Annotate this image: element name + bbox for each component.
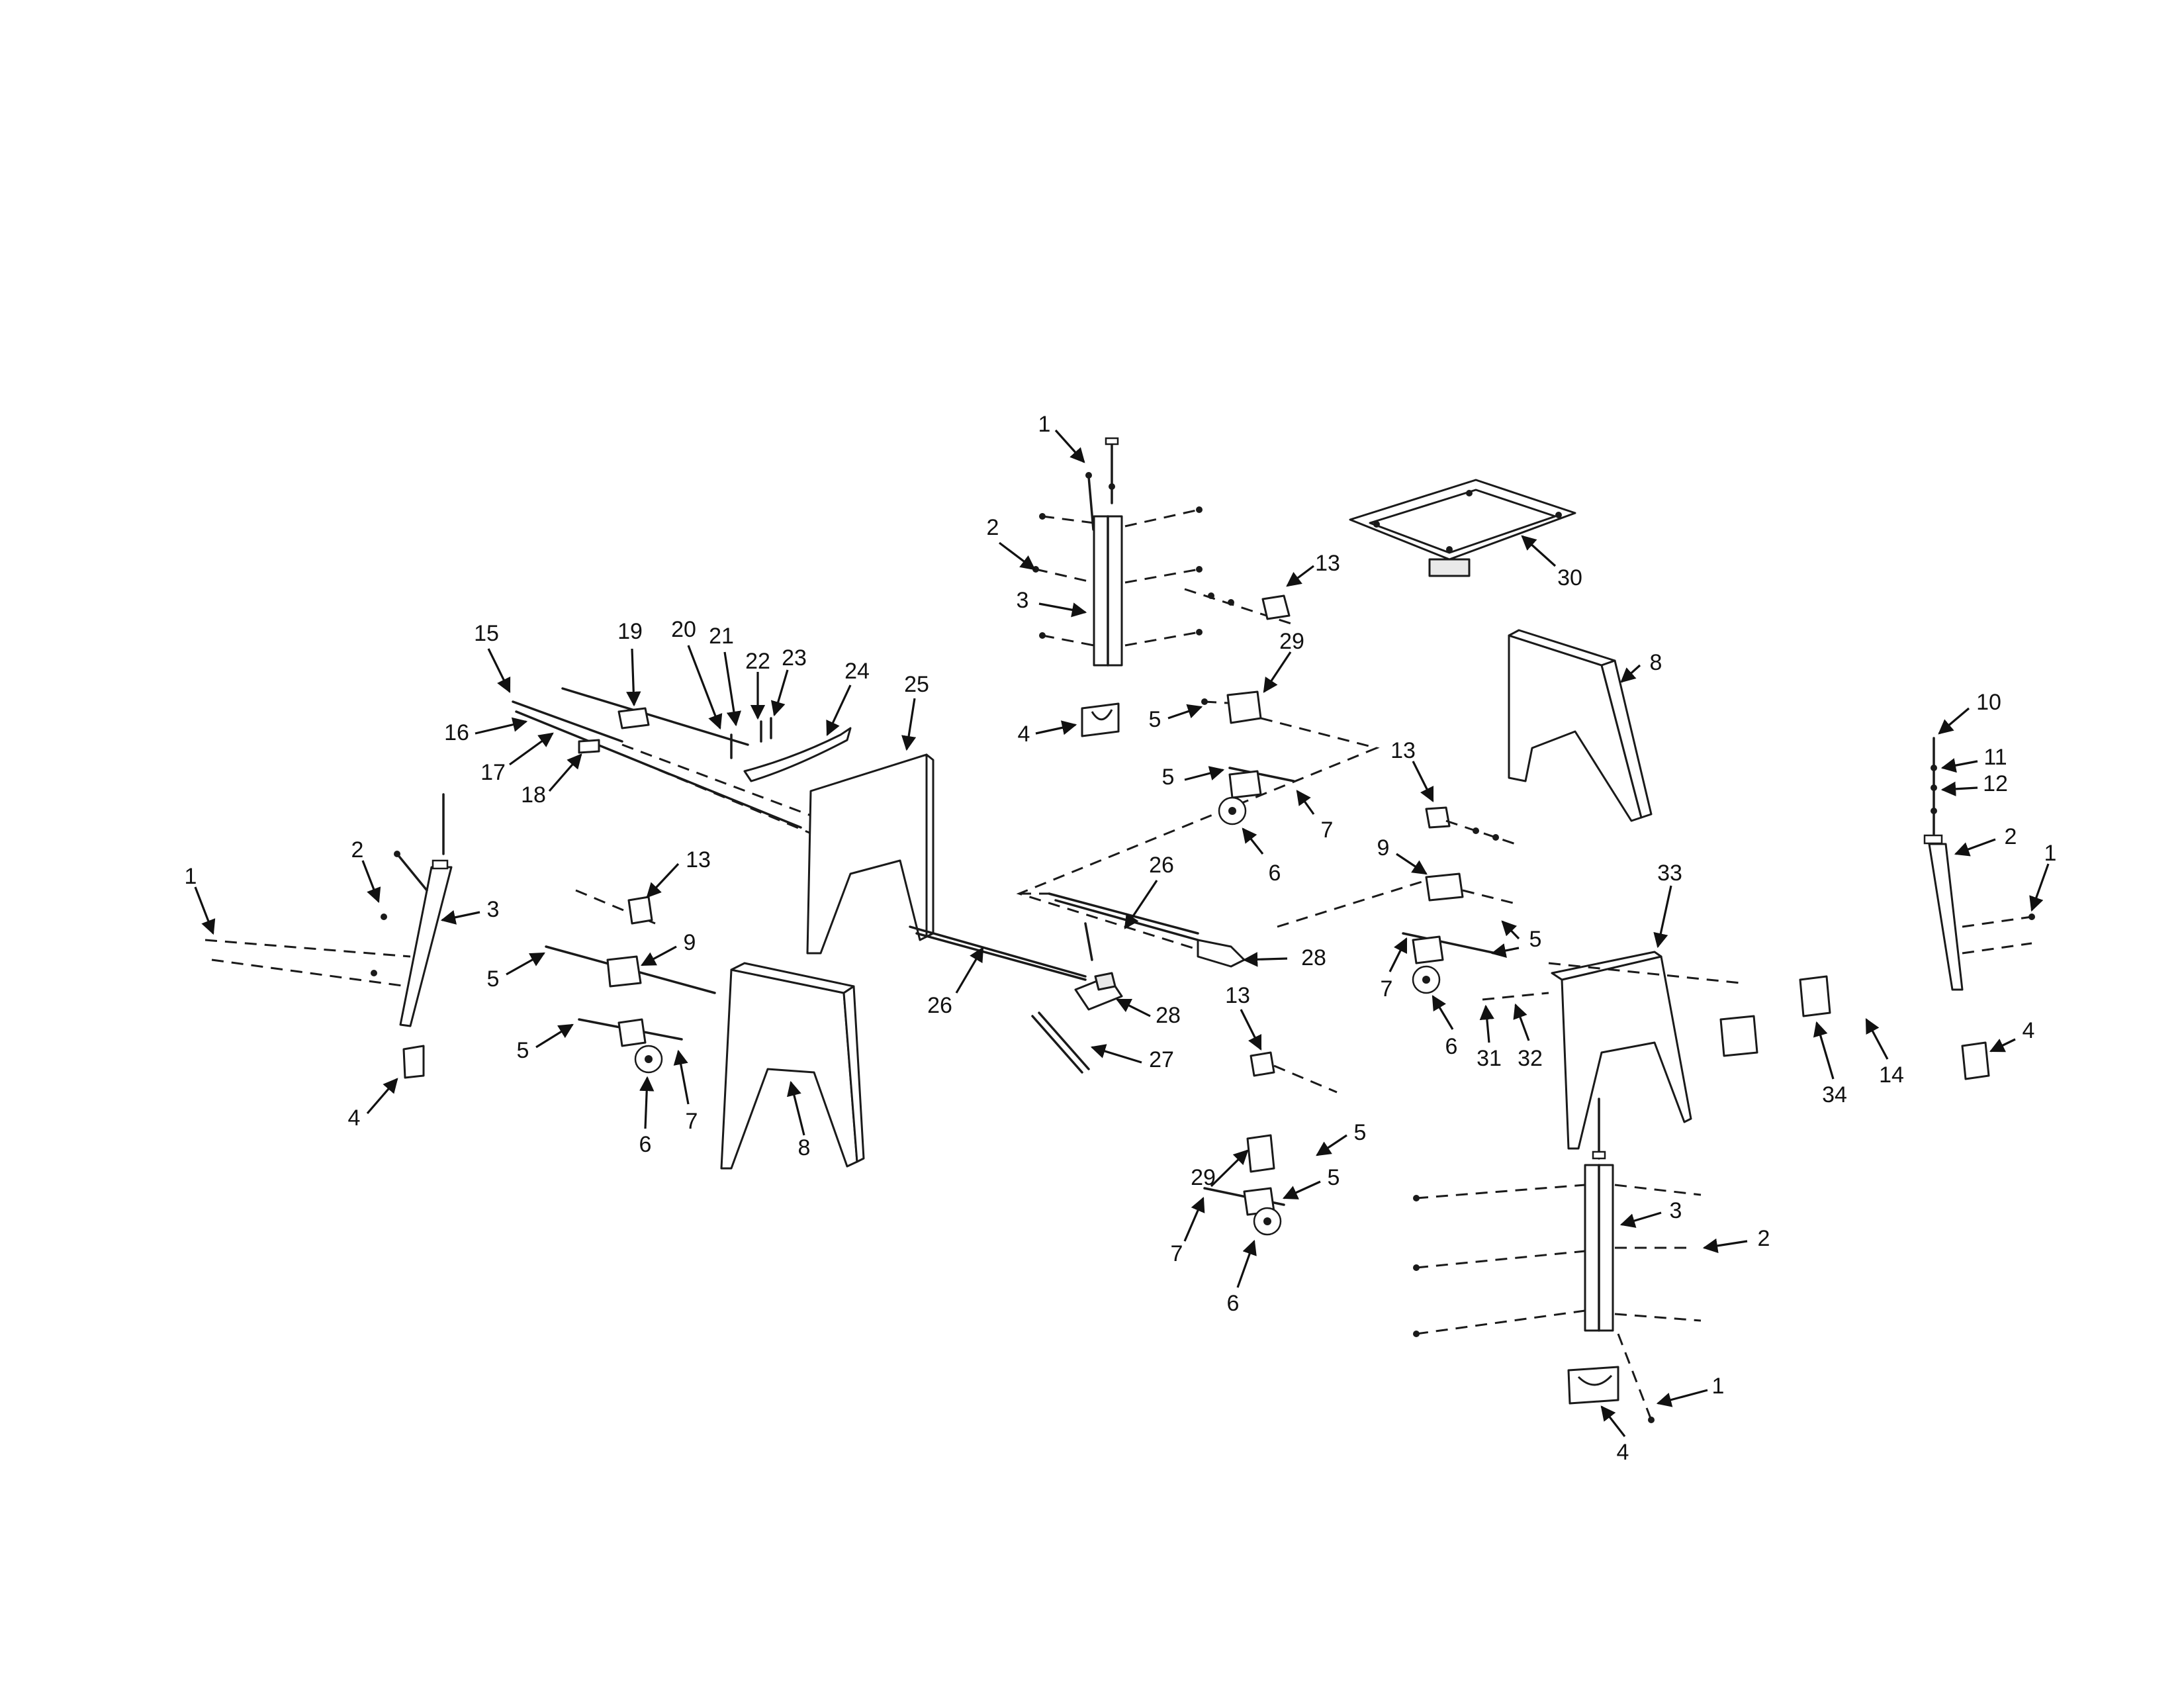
callout-26: 26 [1149,853,1174,878]
callout-1: 1 [1712,1374,1725,1399]
callout-33: 33 [1657,861,1682,886]
callout-2: 2 [351,837,364,863]
callout-layer: 1 2 3 13 30 29 4 5 8 5 7 6 13 15 16 17 1… [185,412,2057,1465]
callout-28: 28 [1156,1003,1181,1028]
callout-7: 7 [1171,1241,1183,1266]
callout-9: 9 [684,930,696,955]
callout-5: 5 [1354,1120,1367,1145]
callout-6: 6 [1269,861,1281,886]
callout-1: 1 [1038,412,1051,437]
callout-12: 12 [1983,771,2008,796]
callout-18: 18 [521,782,546,808]
callout-5: 5 [487,966,500,992]
callout-7: 7 [1381,976,1393,1002]
callout-25: 25 [904,672,929,697]
callout-20: 20 [671,617,696,642]
leg-assembly-top [1032,437,1203,737]
callout-14: 14 [1879,1062,1904,1088]
callout-6: 6 [639,1132,652,1157]
callout-3: 3 [1670,1198,1682,1223]
callout-1: 1 [185,864,197,889]
callout-5: 5 [1149,707,1161,732]
callout-2: 2 [987,515,999,540]
callout-19: 19 [617,619,643,644]
callout-27: 27 [1149,1047,1174,1072]
callout-21: 21 [709,624,734,649]
side-panel-lower-left [720,962,865,1170]
leg-assembly-right [1923,737,2035,1080]
bracket-13-mid [1425,806,1516,845]
leg-assembly-left [205,793,453,1079]
callout-17: 17 [480,760,506,785]
callout-6: 6 [1445,1034,1458,1059]
callout-3: 3 [1017,588,1029,613]
callout-22: 22 [745,649,770,674]
table-mount-frame [1349,479,1576,577]
callout-2: 2 [1758,1226,1770,1251]
callout-4: 4 [348,1105,361,1131]
side-panel-upper-right [1508,629,1653,822]
callout-3: 3 [487,897,500,922]
callout-4: 4 [2023,1018,2035,1043]
callout-5: 5 [517,1038,529,1063]
callout-30: 30 [1557,565,1582,590]
callout-6: 6 [1227,1291,1240,1316]
side-panel-lower-right [1482,951,1831,1150]
callout-28: 28 [1301,945,1326,970]
callout-26: 26 [927,993,952,1018]
bracket-13-top [1184,588,1298,627]
callout-1: 1 [2044,841,2057,866]
lower-center-hardware [1203,1051,1338,1236]
callout-9: 9 [1377,835,1390,861]
callout-7: 7 [1321,818,1334,843]
callout-8: 8 [798,1135,811,1160]
callout-32: 32 [1518,1046,1543,1071]
bolt-top [1087,475,1095,531]
callout-13: 13 [686,847,711,872]
callout-11: 11 [1983,745,2007,770]
leg-assembly-bottom [1413,1098,1702,1423]
right-mid-hardware [1277,872,1516,994]
left-mid-hardware [545,889,716,1074]
callout-13: 13 [1225,983,1250,1008]
callout-4: 4 [1018,722,1030,747]
callout-29: 29 [1191,1165,1216,1190]
callout-5: 5 [1328,1165,1340,1190]
callout-15: 15 [474,621,499,646]
callout-2: 2 [2005,824,2017,849]
cross-rods-center [909,892,1246,1074]
callout-13: 13 [1390,738,1416,763]
callout-7: 7 [686,1109,698,1134]
callout-31: 31 [1477,1046,1502,1071]
callout-29: 29 [1279,629,1304,654]
caster-mid [1218,767,1295,825]
callout-23: 23 [782,645,807,671]
callout-8: 8 [1650,650,1662,675]
callout-34: 34 [1822,1082,1847,1107]
callout-10: 10 [1976,690,2001,715]
callout-5: 5 [1162,765,1175,790]
callout-4: 4 [1617,1440,1629,1465]
brace-assembly-upper-left [512,687,934,955]
callout-13: 13 [1315,551,1340,576]
callout-16: 16 [444,720,469,745]
callout-5: 5 [1529,927,1542,952]
callout-24: 24 [844,659,870,684]
